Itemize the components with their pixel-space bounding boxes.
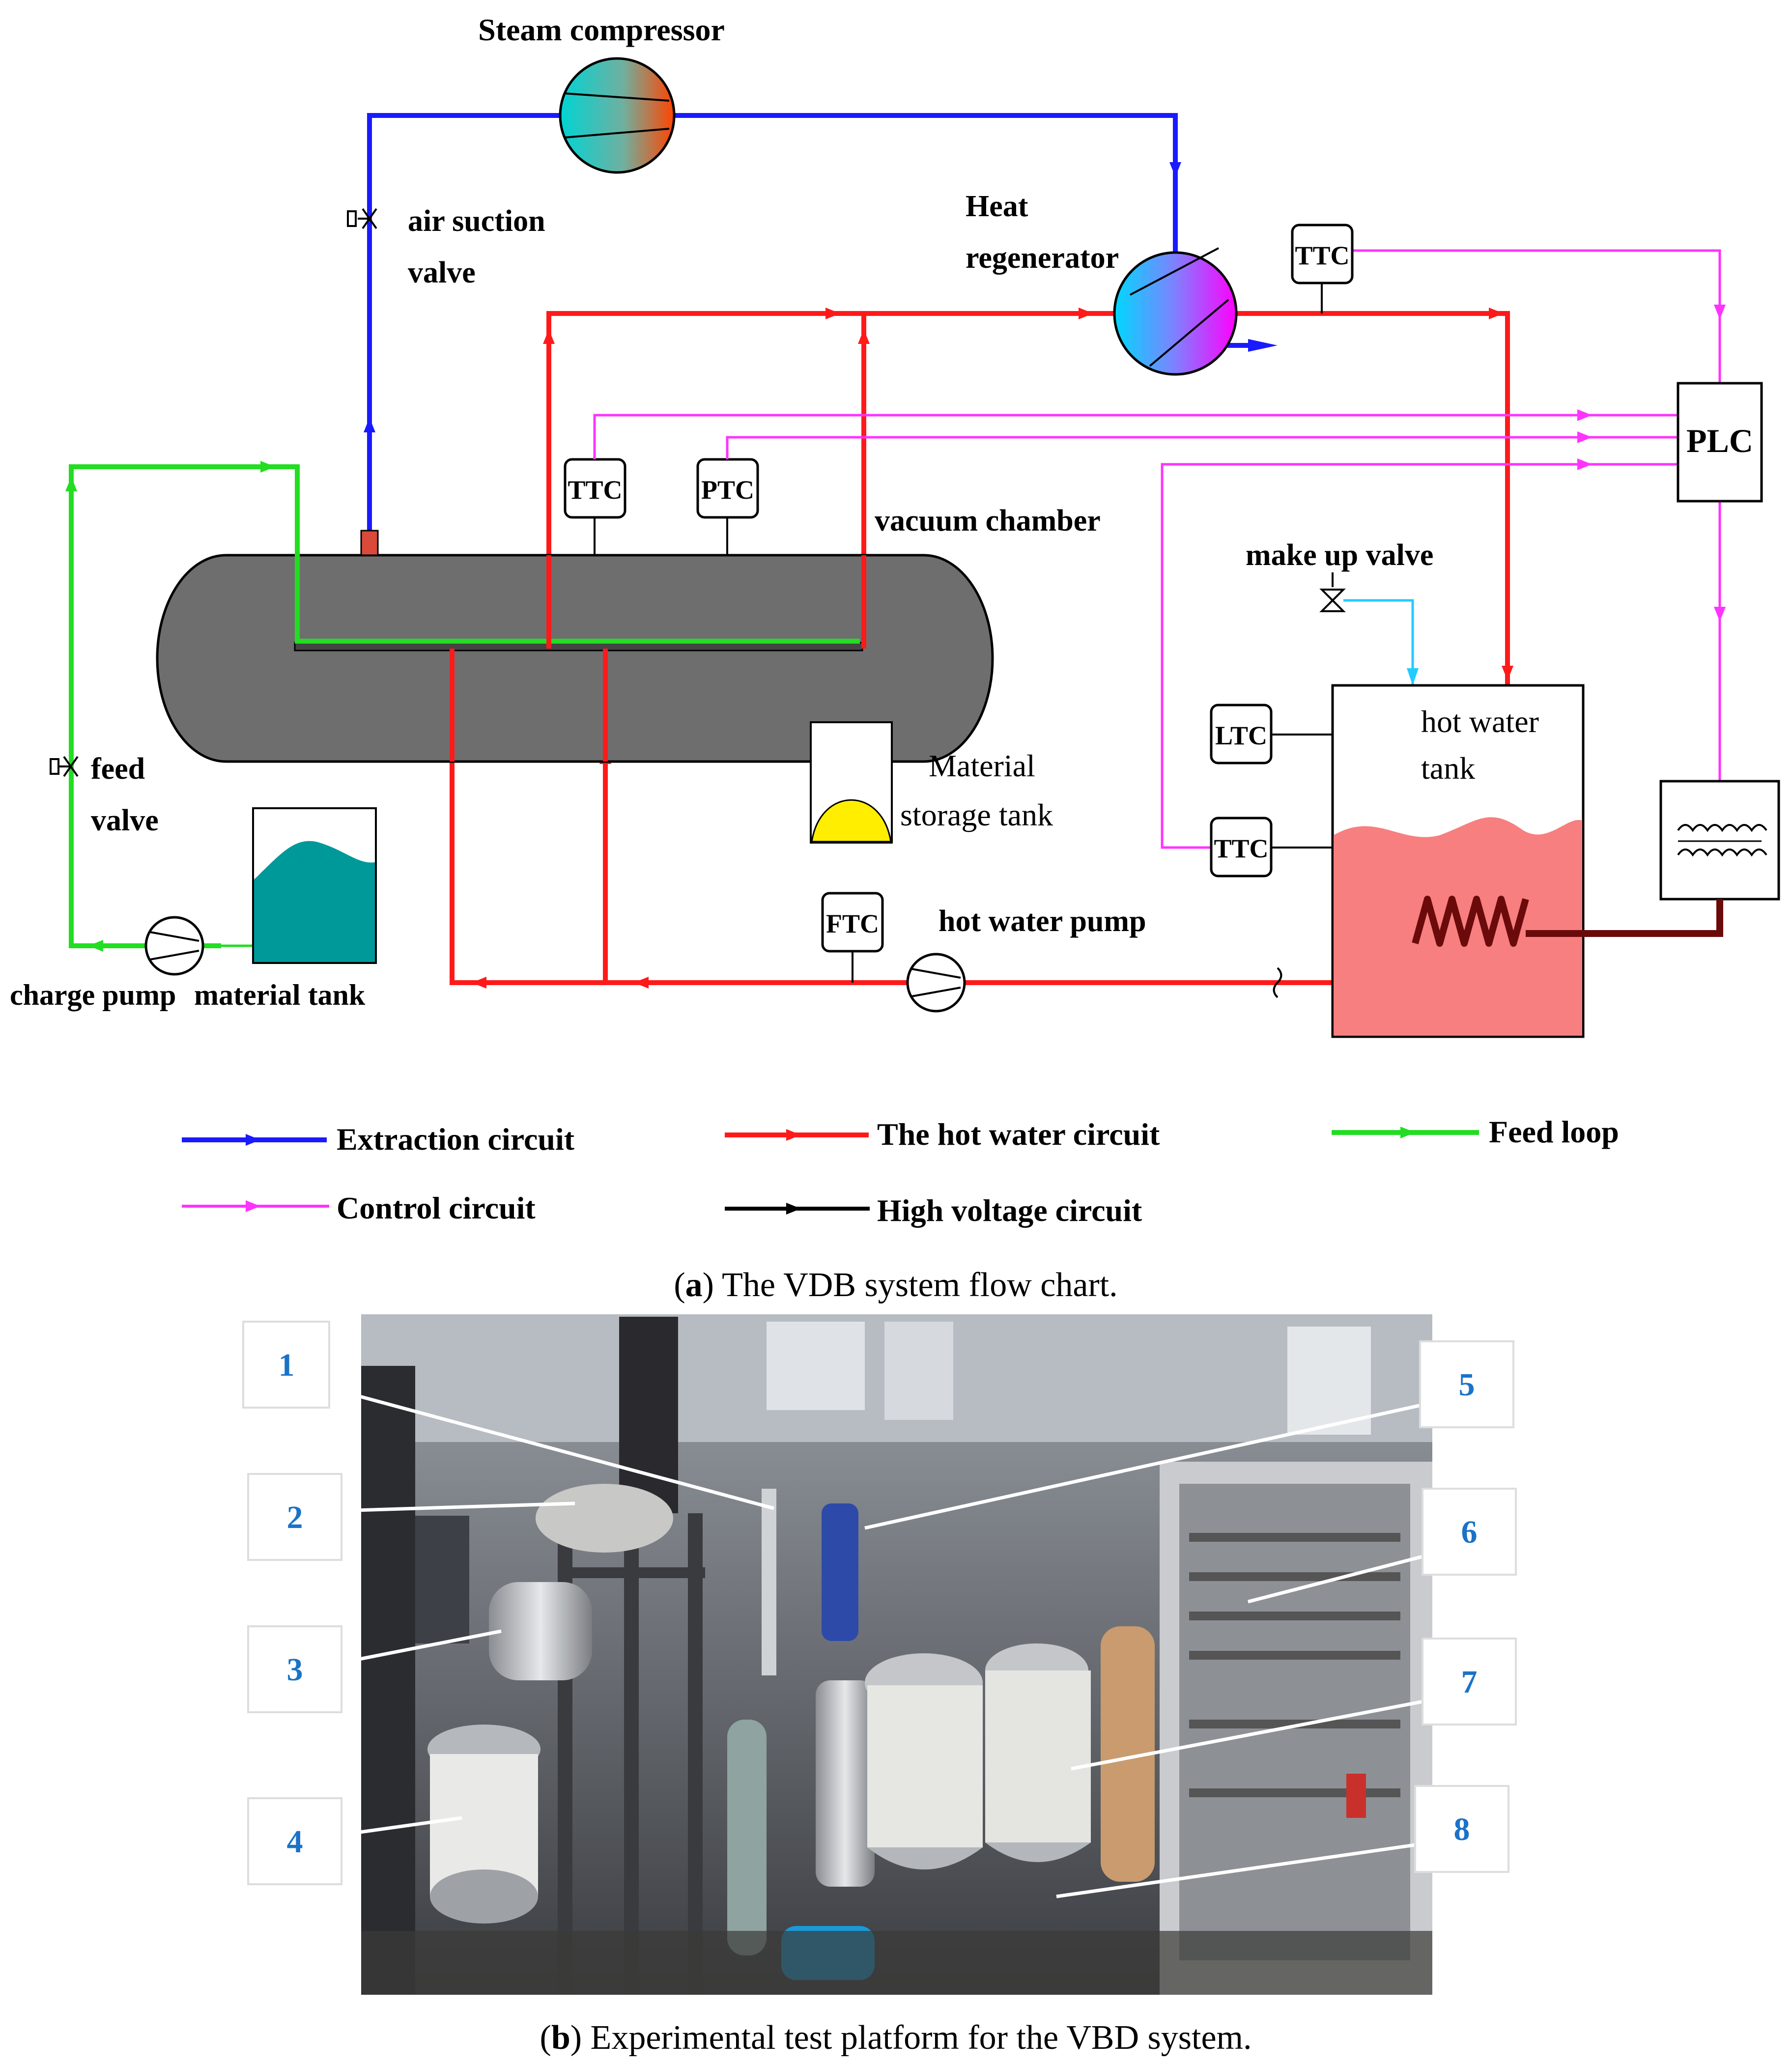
- steam-compressor: [559, 57, 676, 174]
- feed-valve-label-2: valve: [91, 804, 159, 837]
- charge-pump: [144, 916, 204, 976]
- hot-water-tank-label-2: tank: [1421, 751, 1475, 786]
- svg-text:The hot water circuit: The hot water circuit: [877, 1117, 1160, 1152]
- legend-control: Control circuit: [182, 1190, 536, 1225]
- svg-text:5: 5: [1459, 1367, 1475, 1403]
- svg-text:Feed loop: Feed loop: [1489, 1114, 1619, 1149]
- svg-text:LTC: LTC: [1215, 721, 1267, 750]
- callout-leaders: [319, 1384, 1457, 1898]
- plc-controller: PLC: [1677, 382, 1763, 503]
- legend-extraction: Extraction circuit: [182, 1122, 575, 1157]
- material-tank: [252, 807, 377, 964]
- hot-water-tank-label: hot water: [1421, 704, 1539, 739]
- material-storage-tank-label-2: storage tank: [900, 797, 1053, 832]
- air-suction-valve-label-2: valve: [408, 256, 476, 289]
- transformer-box: [1659, 780, 1780, 901]
- svg-text:4: 4: [287, 1824, 303, 1860]
- vacuum-chamber: [156, 530, 994, 763]
- pipe-break-icon: [1273, 967, 1282, 998]
- test-platform-photo: [361, 1314, 1432, 1995]
- material-storage-tank: [810, 721, 893, 844]
- callout-7: 7: [1422, 1638, 1517, 1726]
- control-circuit: [593, 249, 1721, 849]
- svg-text:TTC: TTC: [1295, 241, 1349, 270]
- svg-text:High voltage circuit: High voltage circuit: [877, 1193, 1142, 1228]
- callout-1: 1: [242, 1321, 330, 1409]
- legend-feed: Feed loop: [1332, 1114, 1619, 1149]
- ltc-sensor-tank: LTC: [1210, 704, 1333, 764]
- callout-4: 4: [247, 1797, 342, 1885]
- caption-b: (b) Experimental test platform for the V…: [540, 2019, 1252, 2057]
- callout-3: 3: [247, 1625, 342, 1713]
- svg-text:PLC: PLC: [1686, 422, 1753, 459]
- extraction-arrows: [364, 162, 1278, 432]
- ttc-sensor-tank: TTC: [1210, 817, 1333, 877]
- air-suction-valve-label: air suction: [408, 204, 545, 238]
- callout-6: 6: [1422, 1488, 1517, 1576]
- legend: Extraction circuit The hot water circuit…: [182, 1114, 1619, 1228]
- feed-valve-icon: [50, 756, 79, 777]
- material-tank-label: material tank: [194, 979, 366, 1011]
- svg-text:2: 2: [287, 1500, 303, 1535]
- make-up-valve-label: make up valve: [1246, 538, 1433, 572]
- extraction-circuit: [367, 113, 1178, 536]
- svg-text:TTC: TTC: [1214, 834, 1268, 863]
- hot-water-pump: [906, 953, 966, 1013]
- svg-text:Extraction circuit: Extraction circuit: [337, 1122, 575, 1157]
- material-storage-tank-label: Material: [929, 748, 1035, 783]
- heat-regenerator: [1113, 247, 1238, 376]
- ttc-sensor-chamber: TTC: [564, 458, 626, 555]
- make-up-valve-icon: [1319, 572, 1346, 612]
- charge-pump-label: charge pump: [10, 979, 176, 1011]
- svg-text:1: 1: [279, 1347, 295, 1383]
- control-arrows: [1577, 305, 1726, 622]
- svg-text:6: 6: [1461, 1514, 1478, 1550]
- ftc-sensor-pump: FTC: [821, 892, 884, 983]
- svg-text:Control circuit: Control circuit: [337, 1190, 536, 1225]
- svg-text:PTC: PTC: [701, 475, 754, 505]
- svg-text:3: 3: [287, 1652, 303, 1688]
- vacuum-chamber-label: vacuum chamber: [875, 504, 1101, 538]
- svg-text:7: 7: [1461, 1664, 1478, 1700]
- heat-regenerator-label: Heat: [966, 190, 1028, 223]
- legend-hot-water: The hot water circuit: [725, 1117, 1160, 1152]
- make-up-arrow: [1407, 668, 1419, 685]
- svg-text:FTC: FTC: [826, 909, 879, 938]
- caption-a: (a) The VDB system flow chart.: [674, 1266, 1117, 1304]
- hot-water-pump-label: hot water pump: [939, 905, 1146, 938]
- air-suction-valve-icon: [347, 208, 377, 229]
- make-up-line: [1343, 599, 1414, 685]
- feed-valve-label: feed: [91, 752, 145, 786]
- svg-text:8: 8: [1454, 1811, 1470, 1847]
- ptc-sensor-chamber: PTC: [696, 458, 759, 555]
- legend-high-voltage: High voltage circuit: [725, 1193, 1142, 1228]
- hot-water-tank: [1331, 684, 1585, 1038]
- steam-compressor-label: Steam compressor: [478, 12, 725, 47]
- heater-cable: [1526, 899, 1723, 937]
- callout-8: 8: [1414, 1785, 1509, 1873]
- callout-5: 5: [1419, 1340, 1514, 1428]
- ttc-sensor-regen: TTC: [1291, 224, 1354, 313]
- svg-text:TTC: TTC: [568, 475, 622, 505]
- callout-2: 2: [247, 1473, 342, 1561]
- chamber-internal-pipes: [295, 526, 866, 762]
- heat-regenerator-label-2: regenerator: [966, 241, 1119, 275]
